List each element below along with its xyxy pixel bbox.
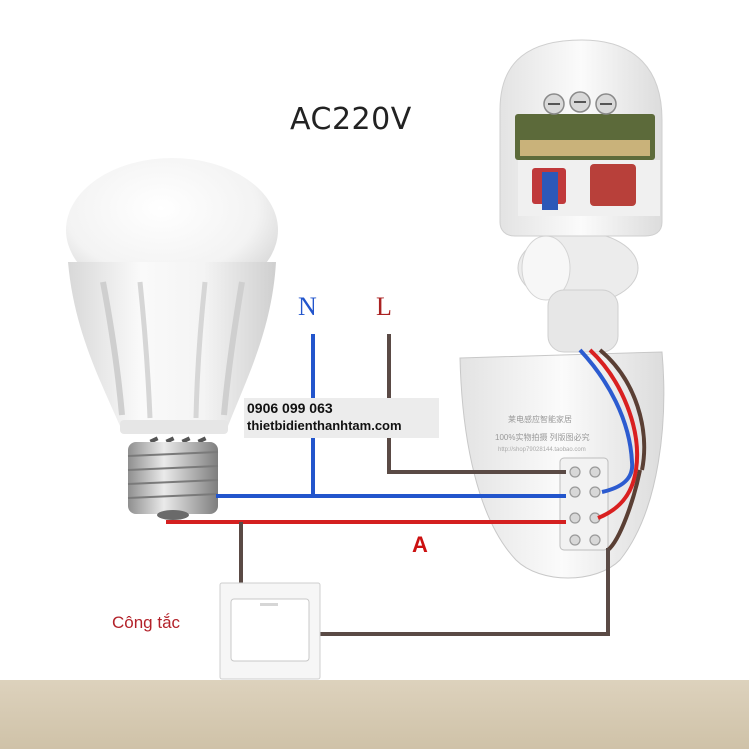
light-bulb-icon [66,158,278,520]
contact-phone: 0906 099 063 [247,400,333,416]
wall-switch-icon [219,582,321,680]
contact-website: thietbidienthanhtam.com [247,418,402,433]
live-label: L [376,292,392,321]
neutral-label: N [298,292,317,321]
bulb-vent-marks [149,436,207,444]
sensor-printed-text-3: http://shop79028144.taobao.com [498,447,586,453]
voltage-title: AC220V [290,102,412,137]
contact-label-box [244,398,439,438]
sensor-printed-text-1: 莱电感应智能家居 [508,415,572,424]
floor-strip [0,680,749,749]
switch-return-wire [318,548,610,636]
load-wire-label: A [412,532,428,557]
live-wire [387,334,566,474]
switch-label: Công tắc [112,613,181,632]
sensor-printed-text-2: 100%实物拍摄 列版图必究 [495,433,590,442]
